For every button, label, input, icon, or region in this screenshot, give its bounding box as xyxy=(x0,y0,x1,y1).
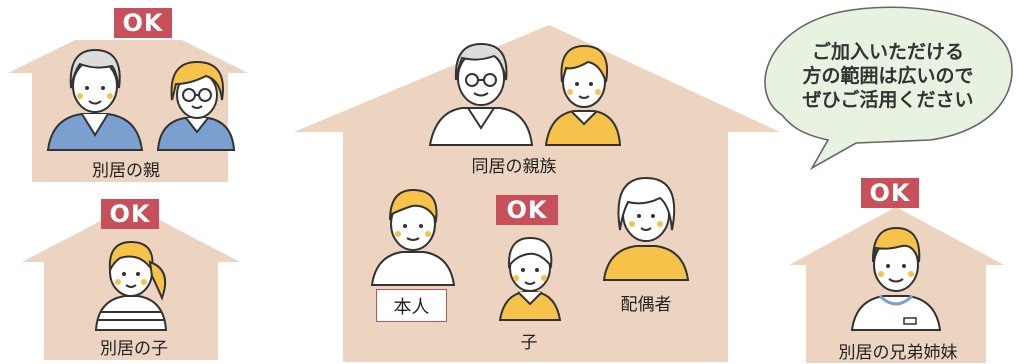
bubble-line: ぜひご活用ください xyxy=(802,89,974,111)
grandfather-together-figure xyxy=(428,42,534,146)
child-label: 子 xyxy=(520,333,538,353)
self-figure xyxy=(370,188,456,286)
sibling-figure xyxy=(850,226,942,331)
bubble-line: 方の範囲は広いので xyxy=(802,65,974,87)
child-figure xyxy=(498,236,562,321)
girl-figure xyxy=(94,240,168,331)
grandmother-figure xyxy=(156,60,236,151)
spouse-label: 配偶者 xyxy=(620,295,672,315)
label-parents-separate: 別居の親 xyxy=(92,161,160,181)
speech-bubble xyxy=(764,6,1013,171)
self-label-box: 本人 xyxy=(376,289,447,322)
spouse-figure xyxy=(602,176,690,281)
ok-badge-child: OK xyxy=(101,199,159,229)
label-family-together: 同居の親族 xyxy=(471,157,557,177)
ok-badge-siblings: OK xyxy=(861,178,919,208)
speech-bubble-text: ご加入いただける 方の範囲は広いので ぜひご活用ください xyxy=(772,40,1004,112)
label-child-separate: 別居の子 xyxy=(100,339,168,359)
grandmother-together-figure xyxy=(544,44,622,146)
grandfather-figure xyxy=(46,48,144,151)
self-label: 本人 xyxy=(393,296,430,318)
label-siblings-separate: 別居の兄弟姉妹 xyxy=(838,343,958,363)
ok-badge-family: OK xyxy=(496,195,558,225)
bubble-line: ご加入いただける xyxy=(811,41,964,63)
ok-badge-parents: OK xyxy=(114,8,172,38)
